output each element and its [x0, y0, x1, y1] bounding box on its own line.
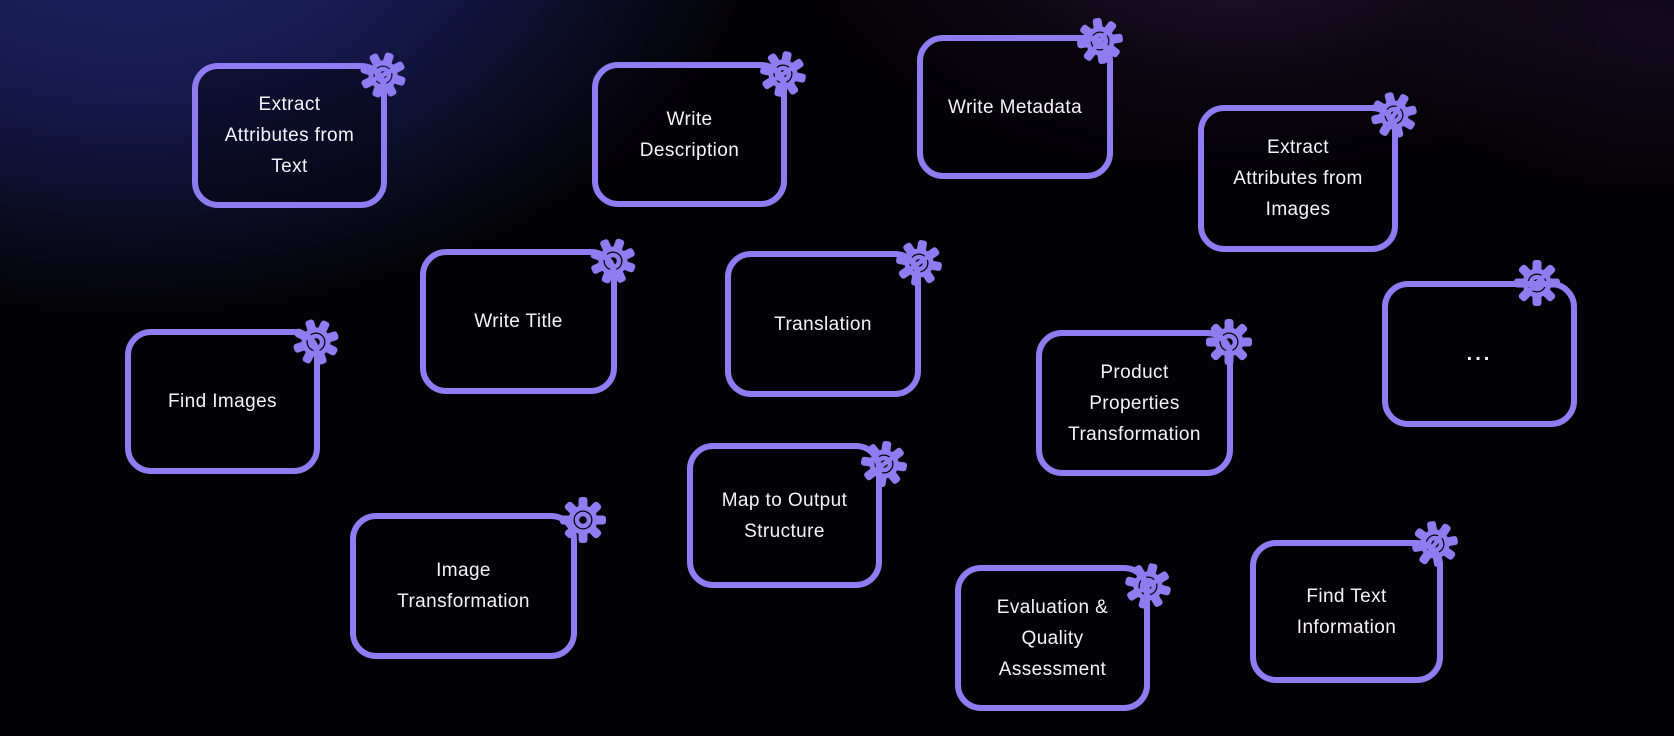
gear-slash-icon: [350, 42, 416, 108]
workflow-node[interactable]: Product Properties Transformation: [1036, 330, 1233, 476]
gear-icon: [1203, 316, 1255, 368]
gear-slash-icon: [855, 435, 914, 494]
gear-slash-icon: [1116, 554, 1179, 617]
workflow-node[interactable]: Write Metadata: [917, 35, 1113, 179]
gear-slash-icon: [1405, 514, 1465, 574]
node-label: Image Transformation: [397, 560, 530, 612]
gear-slash-icon: [889, 233, 949, 293]
node-label: Map to Output Structure: [721, 489, 848, 542]
node-label: ...: [1466, 342, 1493, 365]
node-label: Write Title: [474, 311, 563, 332]
workflow-node[interactable]: Extract Attributes from Text: [192, 63, 387, 208]
node-label: Extract Attributes from Text: [224, 94, 355, 177]
gear-slash-icon: [752, 43, 814, 105]
workflow-node[interactable]: Map to Output Structure: [687, 443, 882, 588]
workflow-node[interactable]: Write Title: [420, 249, 617, 394]
workflow-node[interactable]: Extract Attributes from Images: [1198, 105, 1398, 252]
gear-slash-icon: [1511, 257, 1563, 309]
node-label: Extract Attributes from Images: [1233, 137, 1363, 220]
workflow-node[interactable]: ...: [1382, 281, 1577, 427]
node-label: Product Properties Transformation: [1068, 361, 1201, 445]
workflow-node[interactable]: Evaluation & Quality Assessment: [955, 565, 1150, 711]
gear-slash-icon: [1071, 12, 1130, 71]
node-label: Write Description: [639, 108, 740, 161]
node-label: Translation: [774, 313, 872, 335]
workflow-node[interactable]: Find Images: [125, 329, 320, 474]
node-label: Find Images: [168, 391, 277, 412]
node-label: Find Text Information: [1296, 585, 1397, 638]
gear-slash-icon: [1362, 83, 1425, 146]
workflow-node[interactable]: Write Description: [592, 62, 787, 207]
node-label: Write Metadata: [947, 96, 1083, 118]
workflow-node[interactable]: Translation: [725, 251, 921, 397]
gear-icon: [557, 494, 609, 546]
gear-icon: [580, 228, 647, 295]
gear-icon: [283, 309, 349, 375]
node-label: Evaluation & Quality Assessment: [996, 596, 1109, 680]
workflow-node[interactable]: Image Transformation: [350, 513, 577, 659]
workflow-node[interactable]: Find Text Information: [1250, 540, 1443, 683]
